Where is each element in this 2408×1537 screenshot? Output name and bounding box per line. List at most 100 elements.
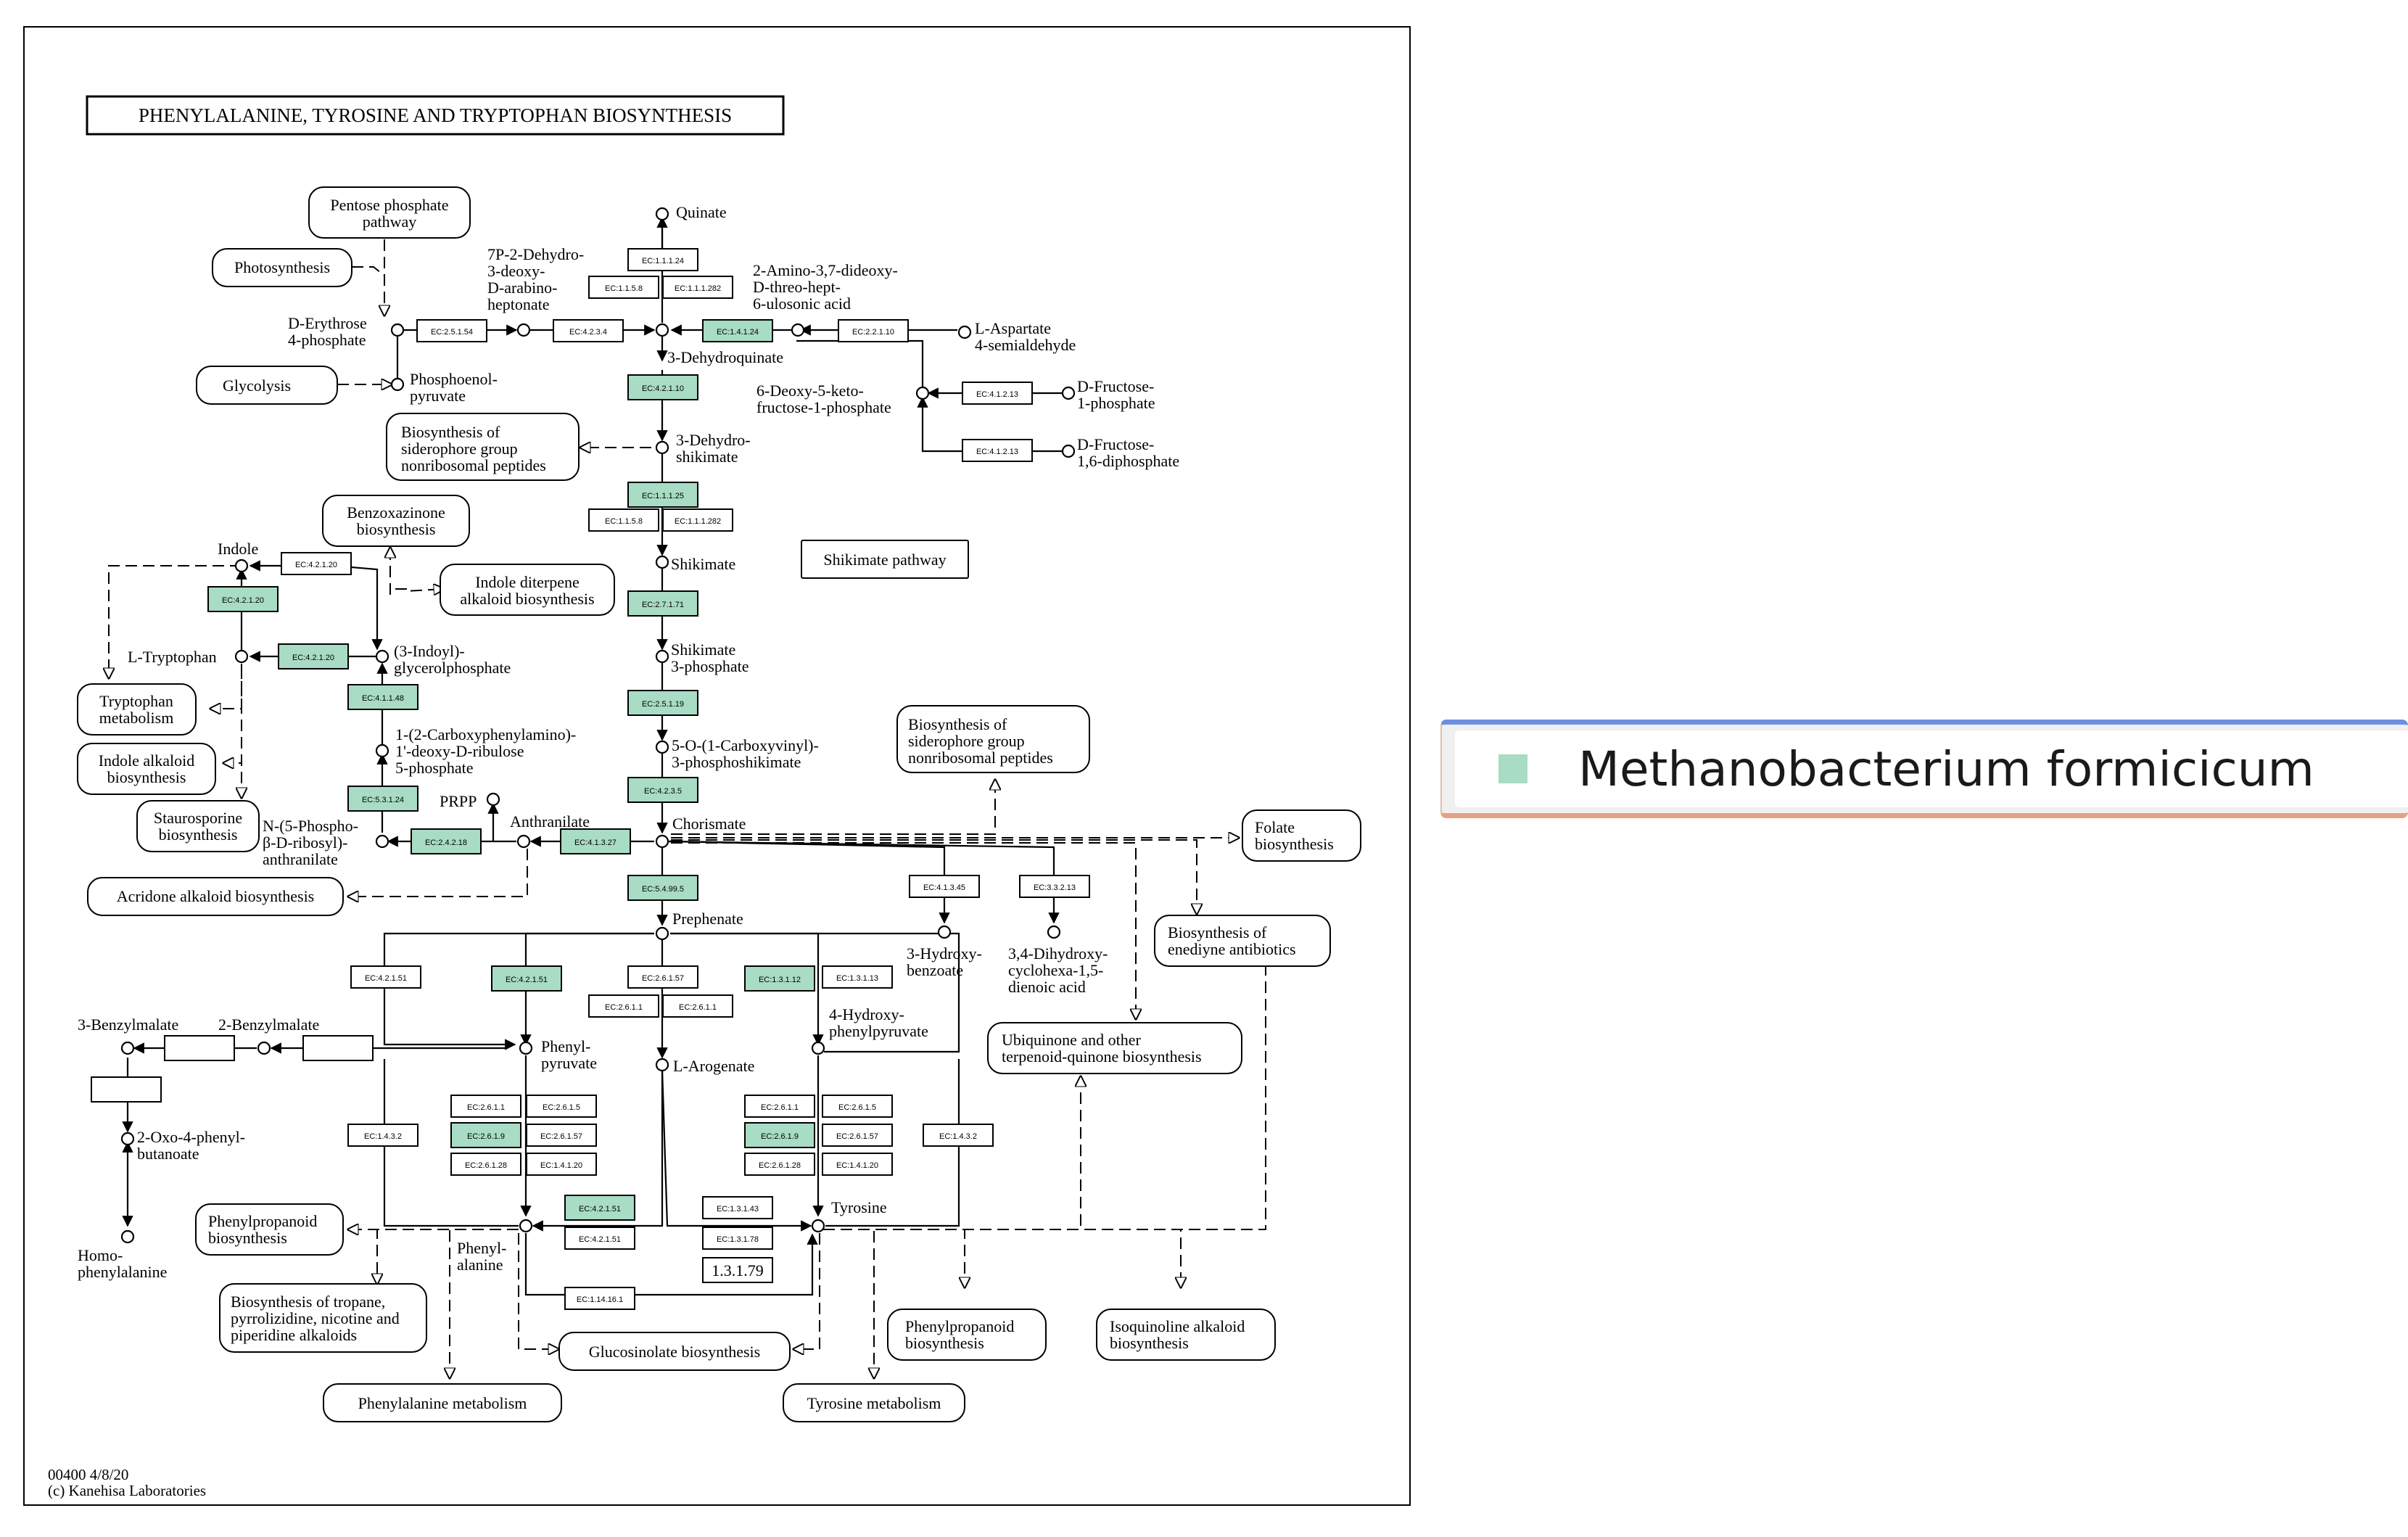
- node-shikimate[interactable]: [655, 555, 669, 569]
- node-epsp[interactable]: [655, 740, 669, 754]
- enzyme-ec-4-1-3-27[interactable]: EC:4.1.3.27: [560, 828, 631, 854]
- enzyme-ec-2-6-1-57-top[interactable]: EC:2.6.1.57: [627, 965, 698, 989]
- node-cdrp[interactable]: [375, 743, 389, 758]
- enzyme-ec-4-1-2-13-a[interactable]: EC:4.1.2.13: [962, 382, 1033, 405]
- node-prephenate[interactable]: [655, 926, 669, 941]
- enzyme-ec-1-4-3-2-r[interactable]: EC:1.4.3.2: [923, 1124, 994, 1147]
- enzyme-ec-1-14-16-1[interactable]: EC:1.14.16.1: [564, 1287, 635, 1310]
- enzyme-ec-4-1-1-48[interactable]: EC:4.1.1.48: [347, 684, 418, 710]
- node-hphe[interactable]: [120, 1229, 135, 1244]
- enzyme-phe-1-4-1-20[interactable]: EC:1.4.1.20: [526, 1153, 597, 1176]
- enzyme-ec-2-4-2-18[interactable]: EC:2.4.2.18: [411, 828, 482, 854]
- enzyme-phe-2-6-1-5[interactable]: EC:2.6.1.5: [526, 1095, 597, 1118]
- node-php[interactable]: [519, 1041, 533, 1055]
- enzyme-blank-2[interactable]: [302, 1035, 374, 1061]
- enzyme-ec-1-3-1-13[interactable]: EC:1.3.1.13: [822, 965, 893, 989]
- node-dhs[interactable]: [655, 440, 669, 455]
- node-arogenate[interactable]: [655, 1058, 669, 1072]
- enzyme-ec-4-2-3-5[interactable]: EC:4.2.3.5: [627, 777, 698, 803]
- pathway-tropane[interactable]: Biosynthesis of tropane,pyrrolizidine, n…: [219, 1283, 427, 1353]
- node-tyr[interactable]: [811, 1219, 825, 1233]
- enzyme-ec-4-2-1-51-l[interactable]: EC:4.2.1.51: [350, 965, 421, 989]
- enzyme-ec-1-4-1-24[interactable]: EC:1.4.1.24: [702, 319, 773, 342]
- enzyme-tyr-2-6-1-9[interactable]: EC:2.6.1.9: [744, 1122, 815, 1148]
- enzyme-ec-1-3-1-43[interactable]: EC:1.3.1.43: [702, 1196, 773, 1219]
- enzyme-ec-1-3-1-12[interactable]: EC:1.3.1.12: [744, 965, 815, 992]
- enzyme-ec-1-1-1-25[interactable]: EC:1.1.1.25: [627, 482, 698, 508]
- pathway-acridone[interactable]: Acridone alkaloid biosynthesis: [87, 877, 344, 916]
- enzyme-phe-2-6-1-57[interactable]: EC:2.6.1.57: [526, 1124, 597, 1147]
- node-pep[interactable]: [390, 377, 405, 392]
- enzyme-tyr-2-6-1-28[interactable]: EC:2.6.1.28: [744, 1153, 815, 1176]
- node-opb[interactable]: [120, 1132, 135, 1146]
- node-phe[interactable]: [519, 1219, 533, 1233]
- node-e4p[interactable]: [390, 323, 405, 337]
- enzyme-ec-2-2-1-10[interactable]: EC:2.2.1.10: [838, 319, 909, 342]
- enzyme-tyr-2-6-1-1[interactable]: EC:2.6.1.1: [744, 1095, 815, 1118]
- enzyme-ec-4-2-1-20-indole[interactable]: EC:4.2.1.20: [281, 552, 352, 575]
- enzyme-ec-1-1-5-8-top[interactable]: EC:1.1.5.8: [588, 276, 659, 299]
- pathway-photosynthesis[interactable]: Photosynthesis: [212, 248, 352, 287]
- pathway-glucosinolate[interactable]: Glucosinolate biosynthesis: [558, 1332, 791, 1371]
- node-anthranilate[interactable]: [516, 834, 531, 849]
- enzyme-tyr-1-4-1-20[interactable]: EC:1.4.1.20: [822, 1153, 893, 1176]
- enzyme-ec-4-1-3-45[interactable]: EC:4.1.3.45: [909, 875, 980, 898]
- enzyme-ec-1-3-1-78[interactable]: EC:1.3.1.78: [702, 1227, 773, 1250]
- enzyme-ec-1-3-1-79[interactable]: 1.3.1.79: [702, 1257, 773, 1283]
- enzyme-ec-1-4-3-2-l[interactable]: EC:1.4.3.2: [347, 1124, 418, 1147]
- enzyme-ec-4-2-3-4[interactable]: EC:4.2.3.4: [553, 319, 624, 342]
- enzyme-ec-1-1-1-24-top[interactable]: EC:1.1.1.24: [627, 248, 698, 271]
- enzyme-ec-2-7-1-71[interactable]: EC:2.7.1.71: [627, 590, 698, 617]
- enzyme-ec-4-2-1-20-green[interactable]: EC:4.2.1.20: [207, 586, 279, 612]
- enzyme-ec-3-3-2-13[interactable]: EC:3.3.2.13: [1019, 875, 1090, 898]
- node-chorismate[interactable]: [655, 834, 669, 849]
- node-bm3[interactable]: [120, 1041, 135, 1055]
- node-dehydroquinate[interactable]: [655, 323, 669, 337]
- node-aspartate[interactable]: [957, 325, 972, 339]
- node-s3p[interactable]: [655, 649, 669, 664]
- pathway-tyrosine-metabolism[interactable]: Tyrosine metabolism: [783, 1383, 965, 1422]
- enzyme-ec-1-1-1-282-top[interactable]: EC:1.1.1.282: [662, 276, 733, 299]
- enzyme-phe-2-6-1-1[interactable]: EC:2.6.1.1: [450, 1095, 521, 1118]
- node-deoxy[interactable]: [915, 386, 930, 400]
- enzyme-tyr-2-6-1-5[interactable]: EC:2.6.1.5: [822, 1095, 893, 1118]
- node-bm2[interactable]: [257, 1041, 271, 1055]
- enzyme-blank-3[interactable]: [91, 1076, 162, 1103]
- node-npra[interactable]: [375, 834, 389, 849]
- pathway-glycolysis[interactable]: Glycolysis: [196, 366, 338, 405]
- node-hba[interactable]: [937, 925, 952, 939]
- node-igp[interactable]: [375, 649, 389, 664]
- enzyme-ec-4-2-1-51-b2[interactable]: EC:4.2.1.51: [564, 1227, 635, 1250]
- enzyme-ec-4-2-1-51-g[interactable]: EC:4.2.1.51: [491, 965, 562, 992]
- enzyme-ec-5-4-99-5[interactable]: EC:5.4.99.5: [627, 875, 698, 901]
- node-trp[interactable]: [234, 649, 249, 664]
- enzyme-ec-2-5-1-54[interactable]: EC:2.5.1.54: [416, 319, 487, 342]
- enzyme-blank-1[interactable]: [164, 1035, 235, 1061]
- node-f1p[interactable]: [1061, 386, 1076, 400]
- enzyme-ec-5-3-1-24[interactable]: EC:5.3.1.24: [347, 786, 418, 812]
- enzyme-ec-4-1-2-13-b[interactable]: EC:4.1.2.13: [962, 439, 1033, 462]
- node-dahp[interactable]: [516, 323, 531, 337]
- enzyme-ec-4-2-1-10[interactable]: EC:4.2.1.10: [627, 374, 698, 400]
- node-hpp[interactable]: [811, 1041, 825, 1055]
- node-prpp[interactable]: [486, 792, 500, 807]
- enzyme-ec-1-1-5-8-mid[interactable]: EC:1.1.5.8: [588, 508, 659, 532]
- node-amino[interactable]: [791, 323, 805, 337]
- pathway-shikimate[interactable]: Shikimate pathway: [801, 540, 969, 579]
- enzyme-ec-1-1-1-282-mid[interactable]: EC:1.1.1.282: [662, 508, 733, 532]
- pathway-phenylalanine-metabolism[interactable]: Phenylalanine metabolism: [323, 1383, 562, 1422]
